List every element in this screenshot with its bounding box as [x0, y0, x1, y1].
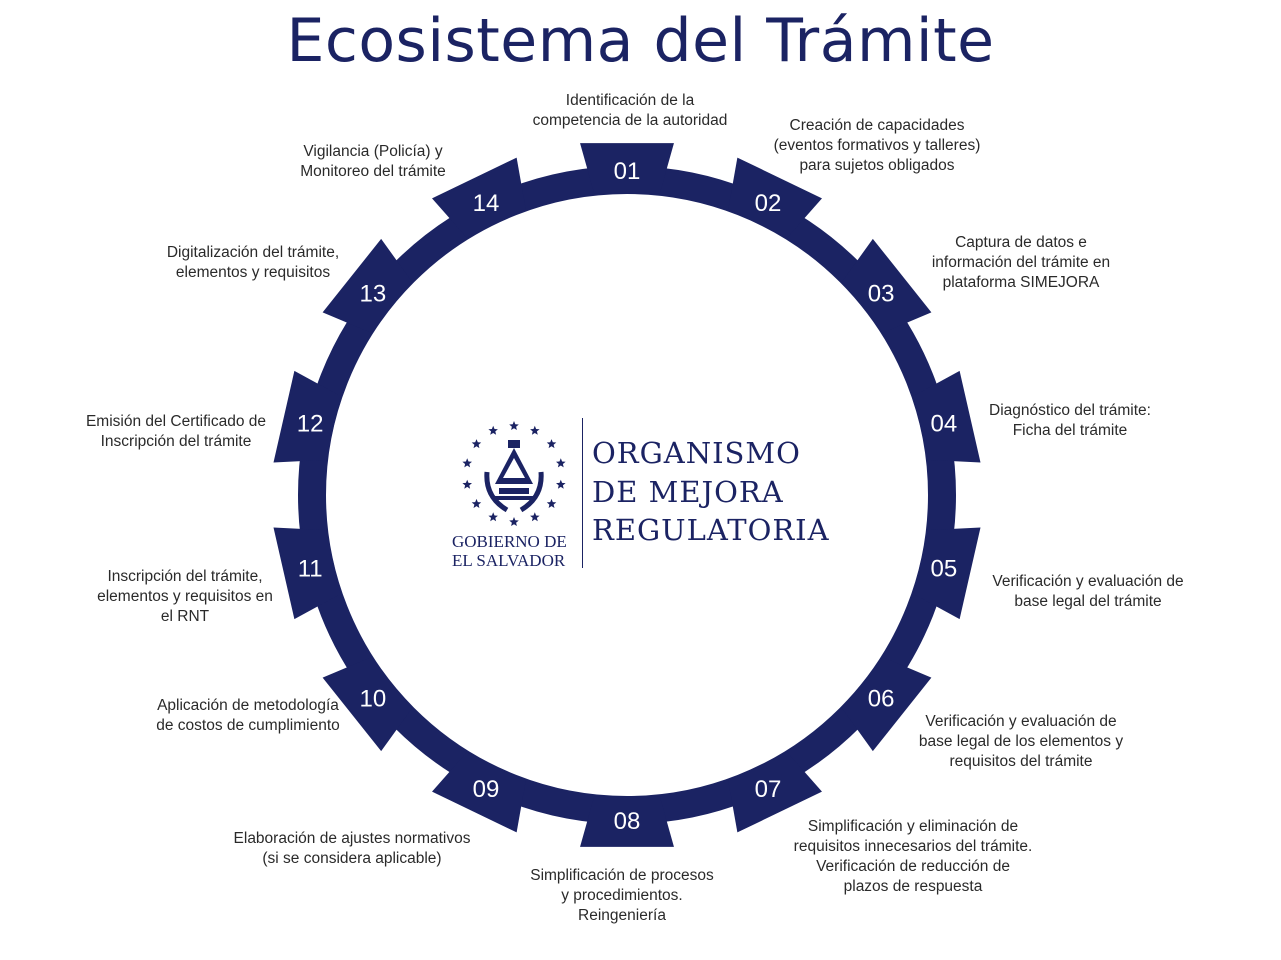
- step-block-07: [728, 752, 822, 833]
- step-label-07: Simplificación y eliminación de requisit…: [793, 818, 1033, 895]
- star-icon: [471, 498, 482, 508]
- step-block-10: [322, 657, 412, 752]
- star-icon: [556, 479, 566, 489]
- star-icon: [530, 512, 540, 522]
- step-block-05: [913, 527, 981, 620]
- step-block-02: [728, 157, 822, 238]
- step-number-02: 02: [755, 190, 782, 217]
- cycle-steps: 01 02 03 04 05 06 07 08 09 10 11 12 13 14: [273, 143, 981, 847]
- page-title: Ecosistema del Trámite: [286, 6, 995, 76]
- step-number-14: 14: [473, 190, 500, 217]
- step-number-11: 11: [298, 555, 323, 582]
- step-number-10: 10: [360, 686, 387, 713]
- org-name-line-1: ORGANISMO: [592, 436, 801, 470]
- step-block-14: [432, 157, 526, 238]
- logo-divider: [582, 418, 583, 568]
- step-number-07: 07: [755, 776, 782, 803]
- step-label-08: Simplificación de procesos y procedimien…: [530, 867, 714, 924]
- gov-text-line-2: EL SALVADOR: [452, 551, 566, 570]
- step-label-05: Verificación y evaluación de base legal …: [992, 573, 1184, 610]
- step-number-12: 12: [297, 411, 324, 438]
- step-label-06: Verificación y evaluación de base legal …: [918, 713, 1124, 770]
- step-block-01: [580, 143, 674, 194]
- step-label-02: Creación de capacidades (eventos formati…: [773, 117, 981, 174]
- step-block-04: [913, 370, 981, 463]
- step-label-11: Inscripción del trámite, elementos y req…: [97, 568, 273, 625]
- star-icon: [471, 439, 482, 449]
- star-icon: [530, 425, 540, 435]
- step-label-12: Emisión del Certificado de Inscripción d…: [85, 413, 267, 450]
- step-block-11: [273, 527, 341, 620]
- step-label-13: Digitalización del trámite, elementos y …: [166, 244, 340, 281]
- star-icon: [488, 425, 498, 435]
- step-number-01: 01: [614, 158, 641, 185]
- coat-of-arms-icon: [462, 421, 566, 526]
- step-number-09: 09: [473, 776, 500, 803]
- step-number-06: 06: [868, 686, 895, 713]
- step-label-03: Captura de datos e información del trámi…: [931, 234, 1111, 291]
- star-icon: [462, 458, 472, 468]
- star-icon: [509, 421, 519, 430]
- step-number-08: 08: [614, 808, 641, 835]
- org-name-line-3: REGULATORIA: [592, 513, 830, 547]
- star-icon: [462, 479, 472, 489]
- step-label-09: Elaboración de ajustes normativos (si se…: [233, 830, 471, 867]
- step-number-13: 13: [360, 280, 387, 307]
- star-icon: [509, 517, 519, 526]
- step-block-03: [842, 238, 932, 333]
- step-block-09: [432, 752, 526, 833]
- step-block-13: [322, 238, 412, 333]
- step-block-06: [842, 657, 932, 752]
- star-icon: [546, 439, 557, 449]
- step-label-10: Aplicación de metodología de costos de c…: [156, 697, 340, 734]
- step-label-04: Diagnóstico del trámite: Ficha del trámi…: [989, 402, 1151, 439]
- step-block-12: [273, 370, 341, 463]
- step-block-08: [580, 796, 674, 847]
- org-name-line-2: DE MEJORA: [592, 475, 784, 509]
- star-icon: [488, 512, 498, 522]
- star-icon: [546, 498, 557, 508]
- step-label-01: Identificación de la competencia de la a…: [532, 92, 728, 129]
- gov-text-line-1: GOBIERNO DE: [452, 532, 567, 551]
- step-label-14: Vigilancia (Policía) y Monitoreo del trá…: [300, 143, 446, 180]
- step-number-03: 03: [868, 280, 895, 307]
- step-number-05: 05: [931, 555, 958, 582]
- star-icon: [556, 458, 566, 468]
- step-number-04: 04: [931, 411, 958, 438]
